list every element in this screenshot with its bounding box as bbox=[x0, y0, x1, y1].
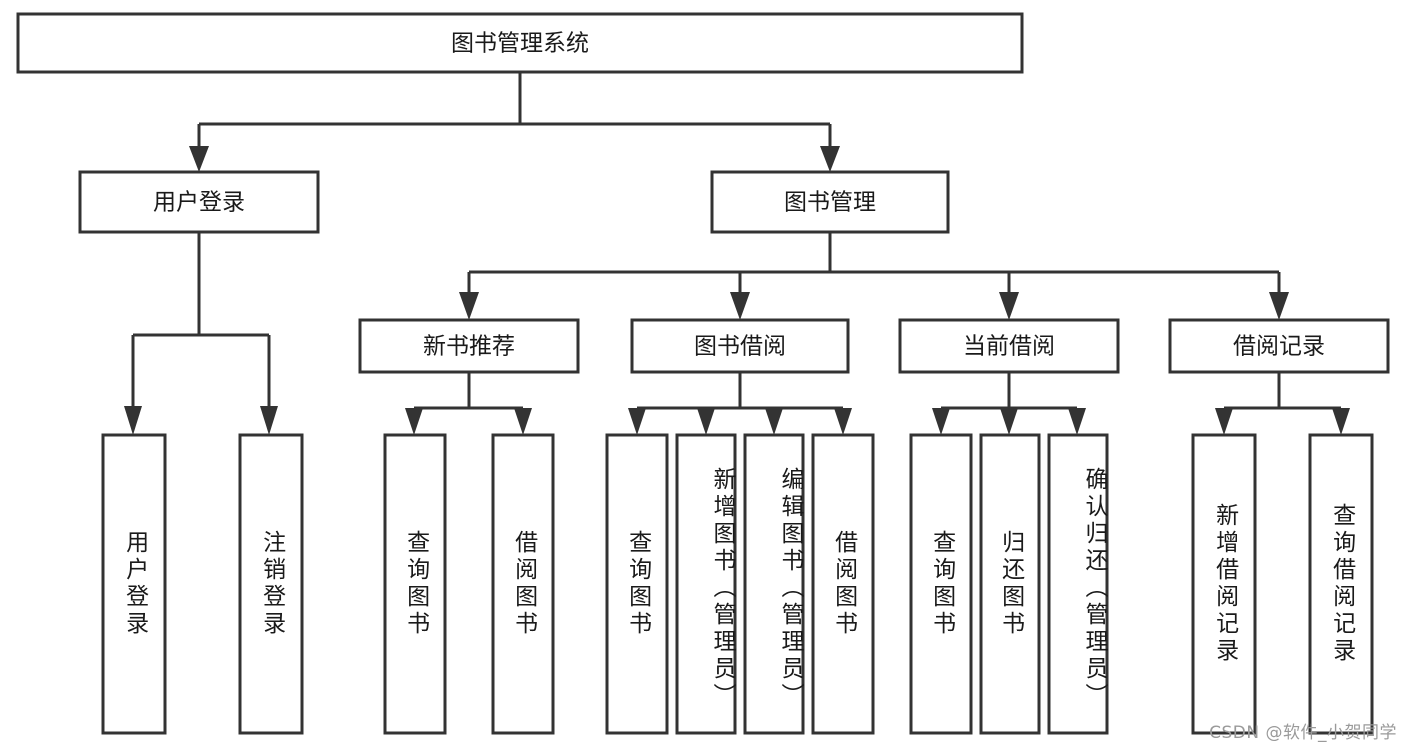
leaf-box-group bbox=[101, 433, 1374, 735]
leaf-query-book-2-box[interactable] bbox=[605, 433, 669, 735]
leaf-query-book-1-box[interactable] bbox=[383, 433, 447, 735]
arrow-head-current-borrow bbox=[999, 292, 1019, 320]
csdn-watermark: CSDN @软件_小贺同学 bbox=[1209, 723, 1397, 743]
leaf-edit-book-box[interactable] bbox=[743, 433, 805, 735]
node-borrow-record[interactable]: 借阅记录 bbox=[1168, 318, 1390, 374]
leaf-add-record-box[interactable] bbox=[1191, 433, 1257, 735]
arrow-head-leaf-user-login bbox=[124, 406, 142, 435]
leaf-logout-box[interactable] bbox=[238, 433, 304, 735]
arrow-head-new-book-recommend bbox=[459, 292, 479, 320]
arrow-head-book-manage bbox=[820, 146, 840, 172]
node-borrow-record-box[interactable] bbox=[1168, 318, 1390, 374]
connector-group-borrow-record bbox=[1215, 372, 1350, 435]
leaf-return-book-box[interactable] bbox=[979, 433, 1041, 735]
leaf-user-login-box[interactable] bbox=[101, 433, 167, 735]
node-current-borrow-label: 当前借阅 bbox=[963, 334, 1055, 360]
arrow-head-leaf-query-book-1 bbox=[405, 408, 423, 435]
node-book-manage-box[interactable] bbox=[710, 170, 950, 234]
connector-group-user-login bbox=[124, 232, 278, 435]
node-user-login-label: 用户登录 bbox=[153, 190, 245, 216]
arrow-head-borrow-record bbox=[1269, 292, 1289, 320]
arrow-head-leaf-query-record bbox=[1332, 408, 1350, 435]
leaf-confirm-return-box[interactable] bbox=[1047, 433, 1109, 735]
node-root[interactable]: 图书管理系统 bbox=[16, 12, 1024, 74]
arrow-head-leaf-query-book-3 bbox=[932, 408, 950, 435]
node-current-borrow-box[interactable] bbox=[898, 318, 1120, 374]
arrow-head-leaf-confirm-return bbox=[1068, 408, 1086, 435]
node-root-label: 图书管理系统 bbox=[451, 31, 589, 57]
connector-group-root bbox=[189, 72, 840, 172]
arrow-head-leaf-borrow-book-2 bbox=[834, 408, 852, 435]
arrow-head-leaf-add-record bbox=[1215, 408, 1233, 435]
node-root-box[interactable] bbox=[16, 12, 1024, 74]
connector-group-book-borrow bbox=[628, 372, 852, 435]
node-new-book-recommend[interactable]: 新书推荐 bbox=[358, 318, 580, 374]
node-user-login[interactable]: 用户登录 bbox=[78, 170, 320, 234]
leaf-borrow-book-1-box[interactable] bbox=[491, 433, 555, 735]
leaf-borrow-book-2-box[interactable] bbox=[811, 433, 875, 735]
connector-group-book-manage bbox=[459, 232, 1289, 320]
node-new-book-recommend-box[interactable] bbox=[358, 318, 580, 374]
node-current-borrow[interactable]: 当前借阅 bbox=[898, 318, 1120, 374]
arrow-head-book-borrow bbox=[730, 292, 750, 320]
leaf-query-book-3-box[interactable] bbox=[909, 433, 973, 735]
arrow-head-leaf-borrow-book-1 bbox=[514, 408, 532, 435]
connector-group-new-book-recommend bbox=[405, 372, 532, 435]
node-book-manage-label: 图书管理 bbox=[784, 190, 876, 216]
arrow-head-leaf-add-book bbox=[697, 408, 715, 435]
node-borrow-record-label: 借阅记录 bbox=[1233, 334, 1325, 360]
arrow-head-leaf-return-book bbox=[1000, 408, 1018, 435]
node-book-manage[interactable]: 图书管理 bbox=[710, 170, 950, 234]
node-user-login-box[interactable] bbox=[78, 170, 320, 234]
arrow-head-user-login bbox=[189, 146, 209, 172]
connector-group-current-borrow bbox=[932, 372, 1086, 435]
arrow-head-leaf-logout bbox=[260, 406, 278, 435]
node-book-borrow[interactable]: 图书借阅 bbox=[630, 318, 850, 374]
node-new-book-recommend-label: 新书推荐 bbox=[423, 334, 515, 360]
arrow-head-leaf-edit-book bbox=[765, 408, 783, 435]
node-book-borrow-label: 图书借阅 bbox=[694, 334, 786, 360]
node-book-borrow-box[interactable] bbox=[630, 318, 850, 374]
leaf-add-book-box[interactable] bbox=[675, 433, 737, 735]
leaf-query-record-box[interactable] bbox=[1308, 433, 1374, 735]
arrow-head-leaf-query-book-2 bbox=[628, 408, 646, 435]
